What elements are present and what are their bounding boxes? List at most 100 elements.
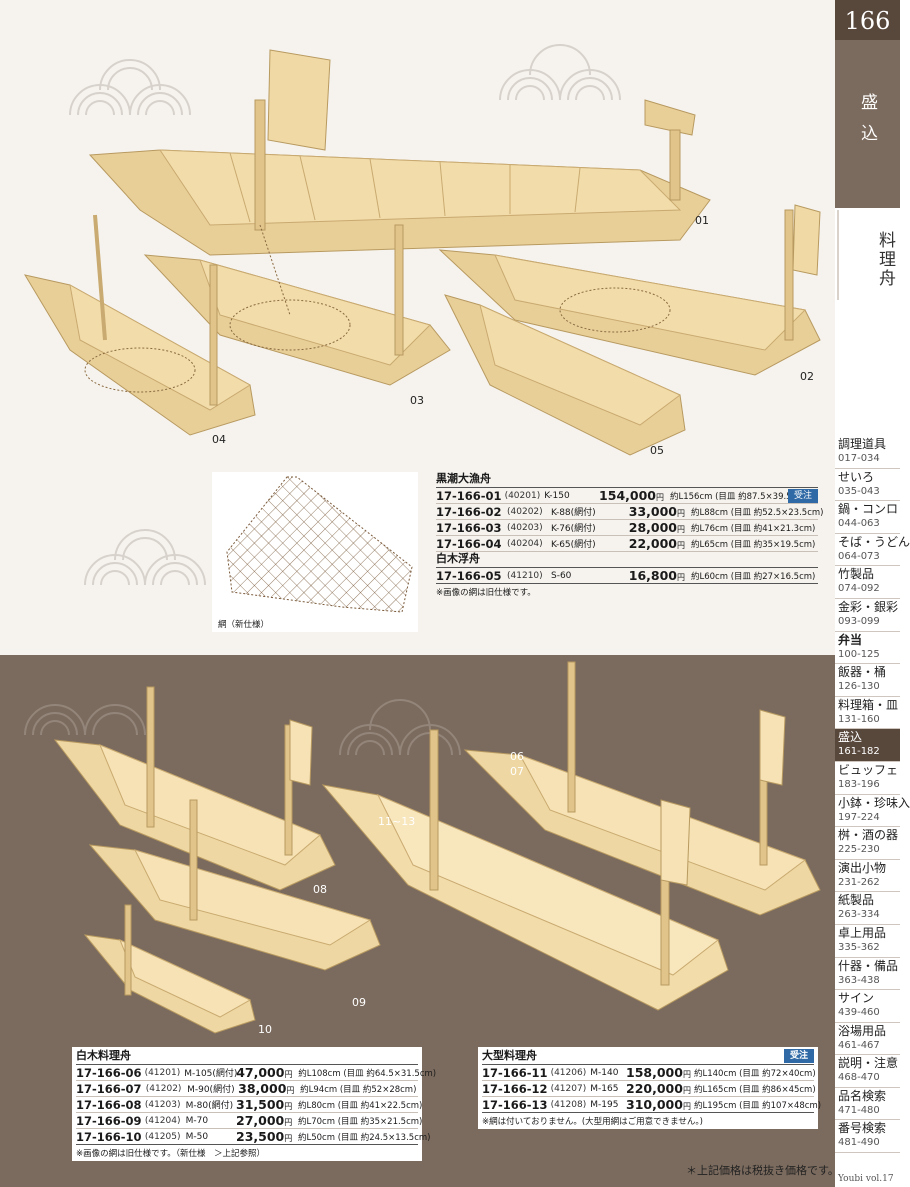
seigaiha-pattern-bottom-left [24,704,146,736]
net-caption: 網（新仕様） [218,620,270,630]
product-model: K-76(網付) [551,524,596,534]
product-model: M-195 [590,1099,619,1110]
product-size: 約L88cm (目皿 約52.5×23.5cm) [691,507,824,518]
product-size: 約L60cm (目皿 約27×16.5cm) [691,571,816,582]
tax-note: ＊上記価格は税抜き価格です。 [686,1164,839,1177]
table-row: 17-166-08 (41203) M-80(網付) 31,500円 約L80c… [76,1097,422,1113]
product-code: 17-166-05 [436,568,502,583]
product-group-title: 白木浮舟 [436,552,818,568]
index-item-range: 093-099 [838,615,880,627]
product-price: 23,500円 [236,1129,293,1144]
product-jan: (41203) [144,1099,181,1110]
index-item-label: ビュッフェ [838,762,899,777]
label-06-07: 06 07 [510,750,524,778]
product-price: 47,000円 [236,1065,293,1080]
index-item-label: 竹製品 [838,567,875,582]
index-item-label: 金彩・銀彩 [838,599,899,614]
index-item-label: 品名検索 [838,1088,887,1103]
product-size: 約L94cm (目皿 約52×28cm) [300,1084,417,1095]
product-price: 28,000円 [628,520,685,535]
table-row: 17-166-02 (40202) K-88(網付) 33,000円 約L88c… [436,504,824,520]
product-size: 約L140cm (目皿 約72×40cm) [694,1068,816,1079]
product-jan: (41201) [144,1067,181,1078]
label-10: 10 [258,1023,272,1036]
index-item-range: 074-092 [838,583,880,595]
index-item-label: そば・うどん [838,534,910,549]
order-badge: 受注 [783,1049,814,1063]
index-item-label: 盛込 [838,730,863,745]
product-code: 17-166-04 [436,536,502,551]
product-price: 27,000円 [236,1113,293,1128]
product-size: 約L165cm (目皿 約86×45cm) [694,1084,816,1095]
product-jan: (41204) [144,1115,181,1126]
product-price: 310,000円 [626,1097,691,1112]
index-item-range: 161-182 [838,746,880,758]
index-item-range: 363-438 [838,974,880,986]
product-group-title: 大型料理舟 受注 [482,1049,814,1065]
product-jan: (41210) [507,570,543,581]
table-note: ※網は付いておりません。(大型用網はご用意できません。) [482,1117,703,1127]
seigaiha-pattern-top-left [69,59,191,116]
seigaiha-pattern-top-bottomleft [84,529,206,586]
product-code: 17-166-12 [482,1081,548,1096]
catalog-footer: Youbi vol.17 [838,1174,894,1184]
product-model: S-60 [551,570,572,581]
table-note: ※画像の網は旧仕様です。 [436,588,536,598]
product-size: 約L156cm (目皿 約87.5×39.5cm) [669,491,808,502]
index-item-range: 064-073 [838,550,880,562]
product-size: 約L76cm (目皿 約41×21.3cm) [691,523,816,534]
index-item-range: 263-334 [838,909,880,921]
index-item-range: 126-130 [838,681,880,693]
table-note: ※画像の網は旧仕様です。（新仕様 ＞上記参照） [76,1149,266,1159]
product-code: 17-166-11 [482,1065,548,1080]
product-model: K-65(網付) [551,540,596,550]
product-model: K-88(網付) [551,508,596,518]
table-row: 17-166-07 (41202) M-90(網付) 38,000円 約L94c… [76,1081,418,1097]
index-item-range: 231-262 [838,876,880,888]
product-code: 17-166-02 [436,504,502,519]
product-price: 33,000円 [628,504,685,519]
index-item-range: 017-034 [838,453,880,464]
index-item-label: 番号検索 [838,1121,887,1136]
boat-10-illustration [83,904,256,1034]
product-code: 17-166-03 [436,520,502,535]
index-item-range: 225-230 [838,844,880,856]
index-item-range: 468-470 [838,1072,880,1084]
seigaiha-pattern-top-center [499,44,621,101]
product-price: 16,800円 [628,568,685,583]
label-01: 01 [695,214,709,227]
index-item-label: 小鉢・珍味入 [838,795,910,810]
order-badge: 受注 [787,488,818,503]
product-table-kuroshio: 黒潮大漁舟 17-166-01 (40201) K-150 154,000円 約… [436,472,824,598]
table-row: 17-166-05 (41210) S-60 16,800円 約L60cm (目… [436,568,818,584]
label-11-13: 11~13 [378,815,416,828]
product-price: 38,000円 [238,1081,295,1096]
product-table-large: 大型料理舟 受注 17-166-11 (41206) M-140 158,000… [478,1047,821,1129]
product-price: 220,000円 [626,1081,691,1096]
product-code: 17-166-08 [76,1097,142,1112]
